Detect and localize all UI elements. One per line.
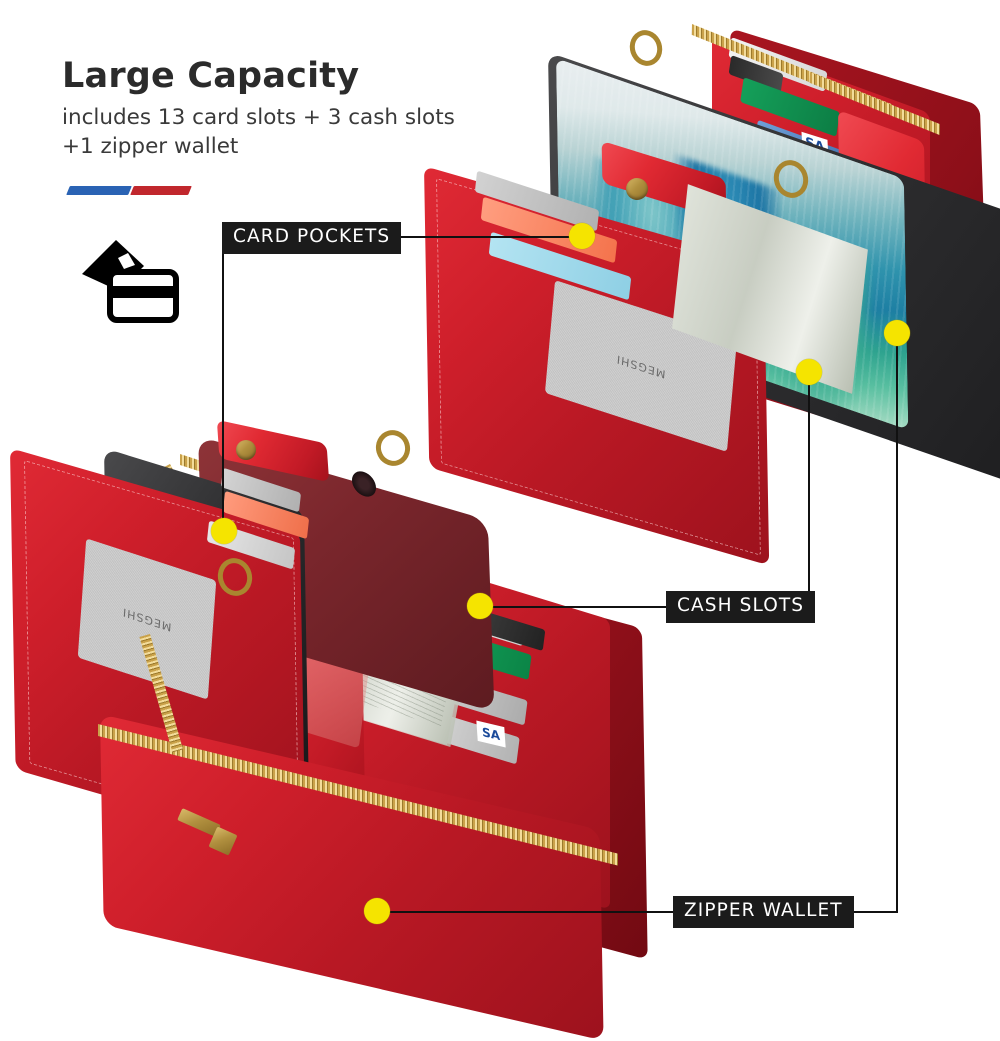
page-title: Large Capacity [62,56,360,96]
callout-label-card-pockets[interactable]: CARD POCKETS [222,222,402,254]
accent-bar-red [130,186,192,195]
accent-bar [62,186,202,202]
connector-zipper-wallet-horizontal-left [378,911,674,913]
brand-patch-text: MEGSHI [615,351,667,381]
headline-block: Large Capacity includes 13 card slots + … [62,58,582,161]
marker-zipper-wallet-upper[interactable] [884,320,910,346]
infographic-canvas: Large Capacity includes 13 card slots + … [10,18,1000,1041]
connector-zipper-wallet-horizontal-right [846,911,898,913]
connector-card-pockets-vertical [222,252,224,532]
accent-bar-blue [66,186,132,195]
callout-label-zipper-wallet[interactable]: ZIPPER WALLET [673,896,854,928]
connector-card-pockets-horizontal [396,236,582,238]
subtitle-line-2: +1 zipper wallet [62,133,239,159]
marker-zipper-wallet-lower[interactable] [364,898,390,924]
product-photo-wallet-open-top: SA [424,18,1000,566]
credit-cards-icon [72,236,190,336]
subtitle-line-1: includes 13 card slots + 3 cash slots [62,104,455,130]
connector-zipper-wallet-vertical [896,333,898,913]
connector-cash-slots-horizontal [480,606,668,608]
marker-cash-slots-lower[interactable] [467,593,493,619]
connector-cash-slots-vertical [808,372,810,592]
marker-card-pockets-upper[interactable] [569,223,595,249]
product-photo-wallet-open-bottom: SA MEGSHI [10,419,662,1041]
marker-cash-slots-upper[interactable] [796,359,822,385]
brand-patch-text-2: MEGSHI [121,604,173,634]
callout-label-cash-slots[interactable]: CASH SLOTS [666,591,816,623]
marker-card-pockets-lower[interactable] [211,518,237,544]
